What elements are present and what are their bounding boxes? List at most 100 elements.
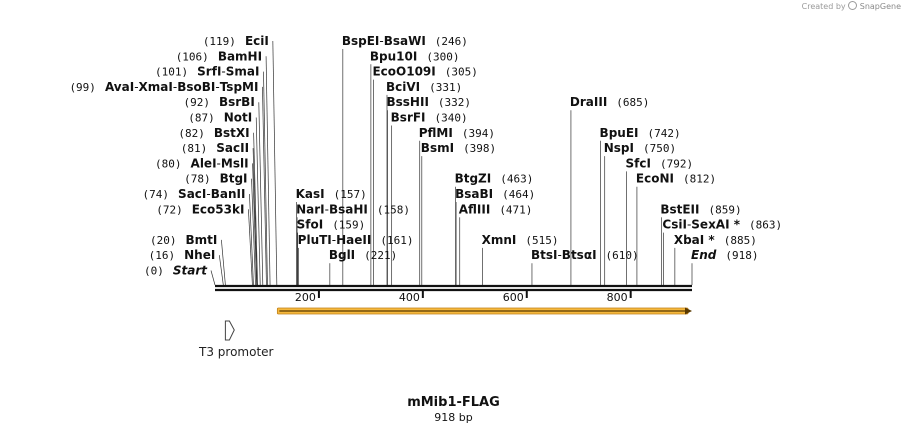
enzyme-site-kasi[interactable]: KasI(157) (296, 187, 367, 201)
enzyme-position: (331) (429, 81, 462, 94)
enzyme-site-bcivi[interactable]: BciVI (331) (386, 80, 462, 94)
enzyme-site-bsshii[interactable]: BssHII(332) (387, 95, 472, 109)
enzyme-site-bpuei[interactable]: BpuEI(742) (600, 126, 681, 140)
enzyme-position: (106) (176, 50, 209, 63)
enzyme-name: TspMI (220, 80, 259, 94)
enzyme-leader-line (221, 239, 226, 286)
enzyme-name: SexAI * (691, 218, 740, 232)
enzyme-site-bspei[interactable]: BspEI - BsaWI(246) (342, 34, 468, 48)
enzyme-site-eco53ki[interactable]: (72)Eco53kI (156, 202, 244, 216)
enzyme-leader-line (252, 163, 257, 286)
enzyme-position: (82) (178, 127, 205, 140)
enzyme-site-bsteii[interactable]: BstEII (859) (660, 202, 741, 216)
enzyme-name: SacII (216, 141, 249, 155)
feature-label-t3-promoter[interactable]: T3 promoter (199, 345, 274, 359)
enzyme-position: (300) (426, 50, 459, 63)
enzyme-site-btgzi[interactable]: BtgZI(463) (455, 172, 534, 186)
enzyme-site-btgi[interactable]: (78)BtgI (184, 172, 247, 186)
enzyme-site-sfci[interactable]: SfcI(792) (626, 156, 694, 170)
enzyme-site-sfoi[interactable]: SfoI(159) (297, 218, 366, 232)
dna-backbone (215, 284, 692, 292)
credit-prefix: Created by (801, 2, 846, 11)
enzyme-site-nari[interactable]: NarI - BsaHI(158) (296, 202, 410, 216)
enzyme-name: EcoO109I (372, 65, 435, 79)
enzyme-site-bsrbi[interactable]: (92)BsrBI (183, 95, 254, 109)
enzyme-site-start[interactable]: (0)Start (144, 264, 208, 278)
enzyme-leader-line (251, 178, 256, 286)
enzyme-name: Start (173, 264, 208, 278)
enzyme-position: (161) (380, 234, 413, 247)
enzyme-name: BmtI (186, 233, 218, 247)
enzyme-site-nspi[interactable]: NspI (750) (604, 141, 676, 155)
enzyme-site-bsabi[interactable]: BsaBI(464) (455, 187, 535, 201)
enzyme-site-xmni[interactable]: XmnI(515) (482, 233, 559, 247)
enzyme-site-end[interactable]: End (918) (691, 248, 758, 262)
enzyme-name: AflIII (459, 202, 491, 216)
enzyme-name: NheI (184, 248, 215, 262)
enzyme-name: BstEII (660, 202, 699, 216)
enzyme-site-sacii[interactable]: (81) SacII (181, 141, 249, 155)
enzyme-site-econi[interactable]: EcoNI(812) (636, 172, 716, 186)
enzyme-name: MslI (221, 156, 249, 170)
enzyme-position: (20) (150, 234, 177, 247)
enzyme-name-separator: - (215, 80, 219, 94)
enzyme-site-bmti[interactable]: (20) BmtI (150, 233, 217, 247)
enzyme-name: BglI (329, 248, 355, 262)
enzyme-site-ecii[interactable]: (119)EciI (203, 34, 269, 48)
enzyme-leader-line (272, 40, 278, 286)
enzyme-site-bglI[interactable]: BglI(221) (329, 248, 397, 262)
enzyme-site-bstxi[interactable]: (82)BstXI (178, 126, 249, 140)
enzyme-site-afliii[interactable]: AflIII (471) (459, 202, 533, 216)
enzyme-position: (78) (184, 173, 211, 186)
enzyme-position: (750) (643, 142, 676, 155)
enzyme-site-avai[interactable]: (99)AvaI - XmaI - BsoBI - TspMI (69, 80, 258, 94)
enzyme-leader-line (252, 148, 258, 286)
enzyme-name-separator: - (325, 202, 329, 216)
credit-line: Created by SnapGene (802, 1, 901, 11)
enzyme-name: BciVI (386, 80, 420, 94)
enzyme-name: AleI (191, 156, 217, 170)
enzyme-site-bpu10i[interactable]: Bpu10I(300) (370, 49, 460, 63)
enzyme-name: KasI (296, 187, 325, 201)
feature-track (224, 307, 692, 341)
enzyme-name: SfcI (626, 156, 651, 170)
enzyme-site-csii[interactable]: CsiI - SexAI *(863) (662, 218, 782, 232)
enzyme-site-srfi[interactable]: (101)SrfI - SmaI (155, 65, 259, 79)
enzyme-name: BsoBI (177, 80, 215, 94)
enzyme-site-alei[interactable]: (80)AleI - MslI (155, 156, 249, 170)
enzyme-name: BpuEI (600, 126, 639, 140)
enzyme-name: NspI (604, 141, 634, 155)
enzyme-name: XmnI (482, 233, 517, 247)
enzyme-name: SacI (178, 187, 206, 201)
enzyme-position: (859) (708, 203, 741, 216)
enzyme-position: (101) (155, 66, 188, 79)
enzyme-name-separator: - (173, 80, 177, 94)
enzyme-leader-line (253, 132, 258, 286)
enzyme-site-bamhi[interactable]: (106)BamHI (176, 49, 262, 63)
enzyme-name: BsmI (421, 141, 454, 155)
enzyme-site-noti[interactable]: (87)NotI (188, 111, 252, 125)
enzyme-site-saci[interactable]: (74)SacI - BanII (143, 187, 246, 201)
enzyme-site-draiii[interactable]: DraIII(685) (570, 95, 650, 109)
enzyme-name: SrfI (197, 65, 221, 79)
enzyme-position: (471) (499, 203, 532, 216)
enzyme-name: BtsI (531, 248, 558, 262)
enzyme-site-btsi[interactable]: BtsI - BtsαI(610) (531, 248, 639, 262)
enzyme-site-pflmi[interactable]: PflMI(394) (419, 126, 495, 140)
ruler-tick-label: 400 (399, 291, 420, 304)
enzyme-site-xbai[interactable]: XbaI *(885) (674, 233, 757, 247)
enzyme-site-pluti[interactable]: PluTI - HaeII(161) (298, 233, 414, 247)
enzyme-position: (92) (183, 96, 210, 109)
enzyme-site-bsrfi[interactable]: BsrFI(340) (391, 111, 468, 125)
enzyme-position: (918) (725, 249, 758, 262)
enzyme-site-eco0109i[interactable]: EcoO109I(305) (372, 65, 477, 79)
enzyme-position: (81) (181, 142, 208, 155)
enzyme-site-bsmi[interactable]: BsmI(398) (421, 141, 496, 155)
enzyme-site-nhei[interactable]: (16)NheI (149, 248, 216, 262)
promoter-arrow-icon[interactable] (224, 320, 235, 341)
enzyme-position: (99) (69, 81, 96, 94)
ruler-tick-label: 800 (607, 291, 628, 304)
enzyme-name: End (691, 248, 717, 262)
enzyme-name: Eco53kI (192, 202, 245, 216)
enzyme-position: (812) (683, 173, 716, 186)
